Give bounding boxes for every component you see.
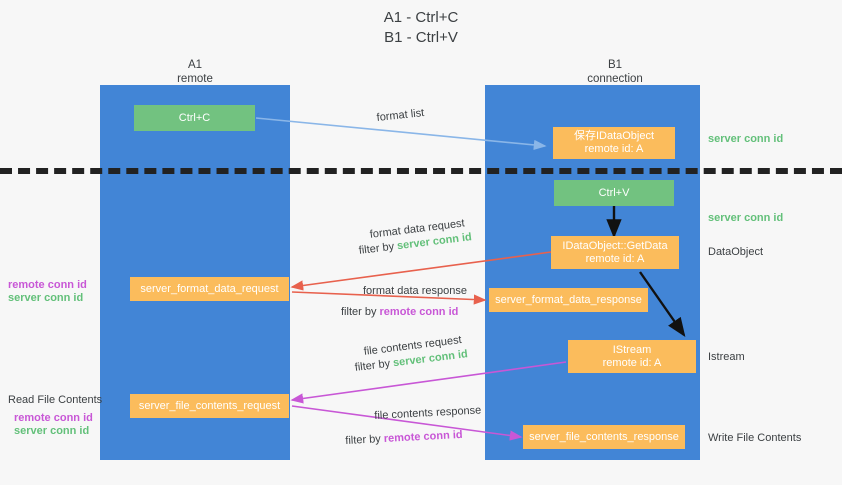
file-resp-filter-prefix: filter by <box>345 432 385 447</box>
side-label-write-file-contents: Write File Contents <box>708 432 802 444</box>
page-title: A1 - Ctrl+C B1 - Ctrl+V <box>0 8 842 48</box>
node-format-req-label: server_format_data_request <box>140 282 279 295</box>
node-ctrl-v[interactable]: Ctrl+V <box>554 180 674 206</box>
title-line-2: B1 - Ctrl+V <box>384 29 458 46</box>
node-istream-line1: IStream <box>612 343 652 356</box>
edge-label-format-data-response-line2: filter by remote conn id <box>341 305 458 319</box>
node-ctrl-v-line1: Ctrl+V <box>598 186 630 199</box>
file-req-filter-prefix: filter by <box>354 357 394 374</box>
side-label-server-conn-id-lower: server conn id <box>14 425 90 437</box>
node-format-resp-label: server_format_data_response <box>495 293 642 306</box>
lane-header-a1: A1 remote <box>115 58 275 86</box>
title-line-1: A1 - Ctrl+C <box>383 9 459 26</box>
side-label-server-conn-id-top: server conn id <box>708 133 784 145</box>
node-istream-line2: remote id: A <box>602 356 662 369</box>
node-getdata-line1: IDataObject::GetData <box>562 239 668 252</box>
node-server-format-data-response[interactable]: server_format_data_response <box>489 288 648 312</box>
phase-divider <box>0 168 842 174</box>
lane-b1-subtitle: connection <box>587 73 643 85</box>
side-label-istream: Istream <box>708 351 745 363</box>
node-ctrl-c[interactable]: Ctrl+C <box>134 105 255 131</box>
node-save-idataobject-line1: 保存IDataObject <box>573 130 655 142</box>
node-file-resp-label: server_file_contents_response <box>529 430 679 443</box>
node-server-format-data-request[interactable]: server_format_data_request <box>130 277 289 301</box>
lane-a1-title: A1 <box>187 59 203 71</box>
side-label-remote-conn-id-lower: remote conn id <box>14 412 93 424</box>
node-save-idataobject[interactable]: 保存IDataObject remote id: A <box>553 127 675 159</box>
node-server-file-contents-request[interactable]: server_file_contents_request <box>130 394 289 418</box>
node-file-req-label: server_file_contents_request <box>138 399 281 412</box>
fmt-resp-filter-key: remote conn id <box>379 306 459 318</box>
side-label-read-file-contents: Read File Contents <box>8 394 103 406</box>
file-resp-filter-key: remote conn id <box>383 428 463 445</box>
lane-a1-subtitle: remote <box>177 73 213 85</box>
lane-b1-title: B1 <box>607 59 623 71</box>
node-istream[interactable]: IStream remote id: A <box>568 340 696 373</box>
edge-label-file-contents-response-line1: file contents response <box>374 404 482 422</box>
fmt-req-filter-prefix: filter by <box>358 240 398 257</box>
node-getdata-line2: remote id: A <box>585 252 645 265</box>
edge-label-format-list: format list <box>376 107 425 124</box>
node-idataobject-getdata[interactable]: IDataObject::GetData remote id: A <box>551 236 679 269</box>
fmt-resp-filter-prefix: filter by <box>341 306 380 318</box>
lane-header-b1: B1 connection <box>535 58 695 86</box>
side-label-server-conn-id-upper: server conn id <box>8 292 84 304</box>
side-label-remote-conn-id-upper: remote conn id <box>8 279 87 291</box>
side-label-server-conn-id-second: server conn id <box>708 212 784 224</box>
edge-label-format-data-response-line1: format data response <box>363 285 467 297</box>
node-save-idataobject-line2: remote id: A <box>584 143 644 155</box>
edge-label-file-contents-response-line2: filter by remote conn id <box>345 428 463 448</box>
node-ctrl-c-line1: Ctrl+C <box>178 111 211 124</box>
node-server-file-contents-response[interactable]: server_file_contents_response <box>523 425 685 449</box>
side-label-dataobject: DataObject <box>708 246 764 258</box>
